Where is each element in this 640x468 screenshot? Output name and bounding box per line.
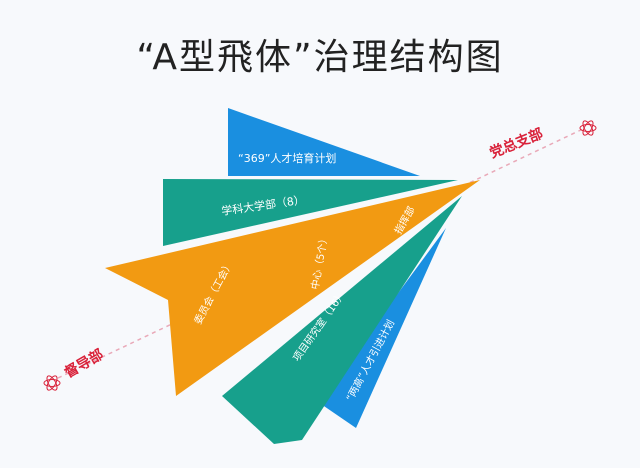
- wing-orange: [105, 180, 480, 396]
- label-blue-top: “369”人才培育计划: [238, 151, 336, 165]
- wing-teal-low: [222, 196, 462, 444]
- wing-blue-low: [318, 228, 446, 428]
- wing-blue-top: [228, 108, 420, 176]
- atom-icon: [43, 375, 61, 391]
- node-party-branch: 党总支部: [487, 125, 545, 162]
- node-supervision: 督导部: [62, 346, 107, 382]
- page-title: “A型飛体”治理结构图: [136, 37, 504, 78]
- atom-icon: [579, 120, 597, 136]
- wing-teal-top: [163, 179, 458, 246]
